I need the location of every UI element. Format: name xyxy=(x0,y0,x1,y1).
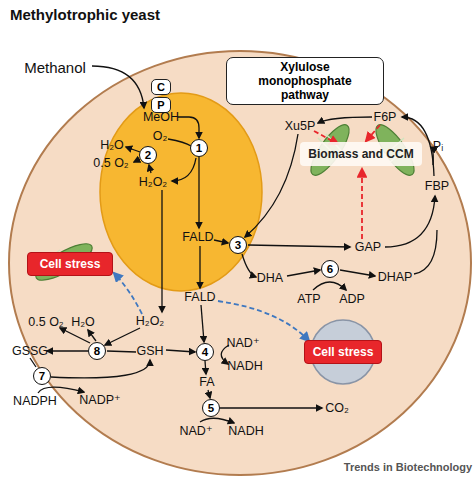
biomass-box: Biomass and CCM xyxy=(300,142,422,166)
metabolite-label: GSSG xyxy=(12,345,48,358)
node-text: P xyxy=(157,99,164,111)
enzyme-number: 8 xyxy=(88,342,106,360)
metabolite-label: NADH xyxy=(228,425,263,438)
metabolite-label: H₂O xyxy=(71,316,95,329)
metabolite-label: CO₂ xyxy=(325,402,349,415)
metabolite-label: FBP xyxy=(425,180,449,193)
node-text: 4 xyxy=(202,346,208,358)
metabolite-label: NAD⁺ xyxy=(227,337,260,350)
metabolite-label: GSH xyxy=(136,345,163,358)
node-text: Cell stress xyxy=(40,257,101,271)
enzyme-number: 6 xyxy=(321,260,339,278)
cell-stress-box: Cell stress xyxy=(27,252,113,276)
enzyme-number: 2 xyxy=(139,146,157,164)
metabolite-label: Methanol xyxy=(24,60,86,75)
metabolite-label: 0.5 O₂ xyxy=(93,157,128,170)
diagram-title: Methylotrophic yeast xyxy=(10,6,160,23)
metabolite-label: H₂O xyxy=(100,139,124,152)
node-text: 5 xyxy=(208,402,214,414)
metabolite-label: Xu5P xyxy=(285,120,316,133)
enzyme-number: 4 xyxy=(196,343,214,361)
node-text: 8 xyxy=(94,345,100,357)
node-text: Cell stress xyxy=(313,345,374,359)
metabolite-label: ADP xyxy=(339,293,365,306)
pathway-box: Xylulose monophosphate pathway xyxy=(226,57,384,105)
node-text: 3 xyxy=(235,239,241,251)
compartment-box: C xyxy=(151,79,171,95)
enzyme-number: 7 xyxy=(33,367,51,385)
enzyme-number: 1 xyxy=(190,139,208,157)
peroxisome xyxy=(100,93,262,291)
metabolite-label: DHAP xyxy=(378,271,413,284)
node-text: 6 xyxy=(327,263,333,275)
metabolite-label: FA xyxy=(199,376,214,389)
node-text: 7 xyxy=(39,370,45,382)
node-text: Xylulose monophosphate pathway xyxy=(233,60,377,102)
metabolite-label: ATP xyxy=(297,293,320,306)
metabolite-label: FALD xyxy=(184,291,215,304)
node-text: Biomass and CCM xyxy=(308,147,413,161)
cell-stress-box: Cell stress xyxy=(304,340,382,364)
metabolite-label: NADH xyxy=(227,360,262,373)
metabolite-label: FALD xyxy=(182,231,213,244)
cell-outline xyxy=(9,51,471,475)
node-text: 1 xyxy=(196,142,202,154)
metabolite-label: O₂ xyxy=(153,130,168,143)
metabolite-label: NADP⁺ xyxy=(79,394,120,407)
metabolite-label: GAP xyxy=(355,241,381,254)
metabolite-label: DHA xyxy=(257,272,283,285)
nucleus xyxy=(311,320,375,384)
enzyme-number: 5 xyxy=(202,399,220,417)
enzyme-number: 3 xyxy=(229,236,247,254)
metabolite-label: MeOH xyxy=(143,111,179,124)
metabolite-label: H₂O₂ xyxy=(139,176,167,189)
metabolite-label: H₂O₂ xyxy=(136,315,164,328)
reaction-arrows xyxy=(30,66,437,423)
node-text: 2 xyxy=(145,149,151,161)
metabolite-label: Pᵢ xyxy=(433,140,443,153)
metabolite-label: F6P xyxy=(374,111,397,124)
node-text: C xyxy=(157,81,165,93)
metabolite-label: 0.5 O₂ xyxy=(28,316,63,329)
metabolite-label: NAD⁺ xyxy=(180,425,213,438)
metabolite-label: NADPH xyxy=(13,395,57,408)
watermark: Trends in Biotechnology xyxy=(344,462,472,473)
